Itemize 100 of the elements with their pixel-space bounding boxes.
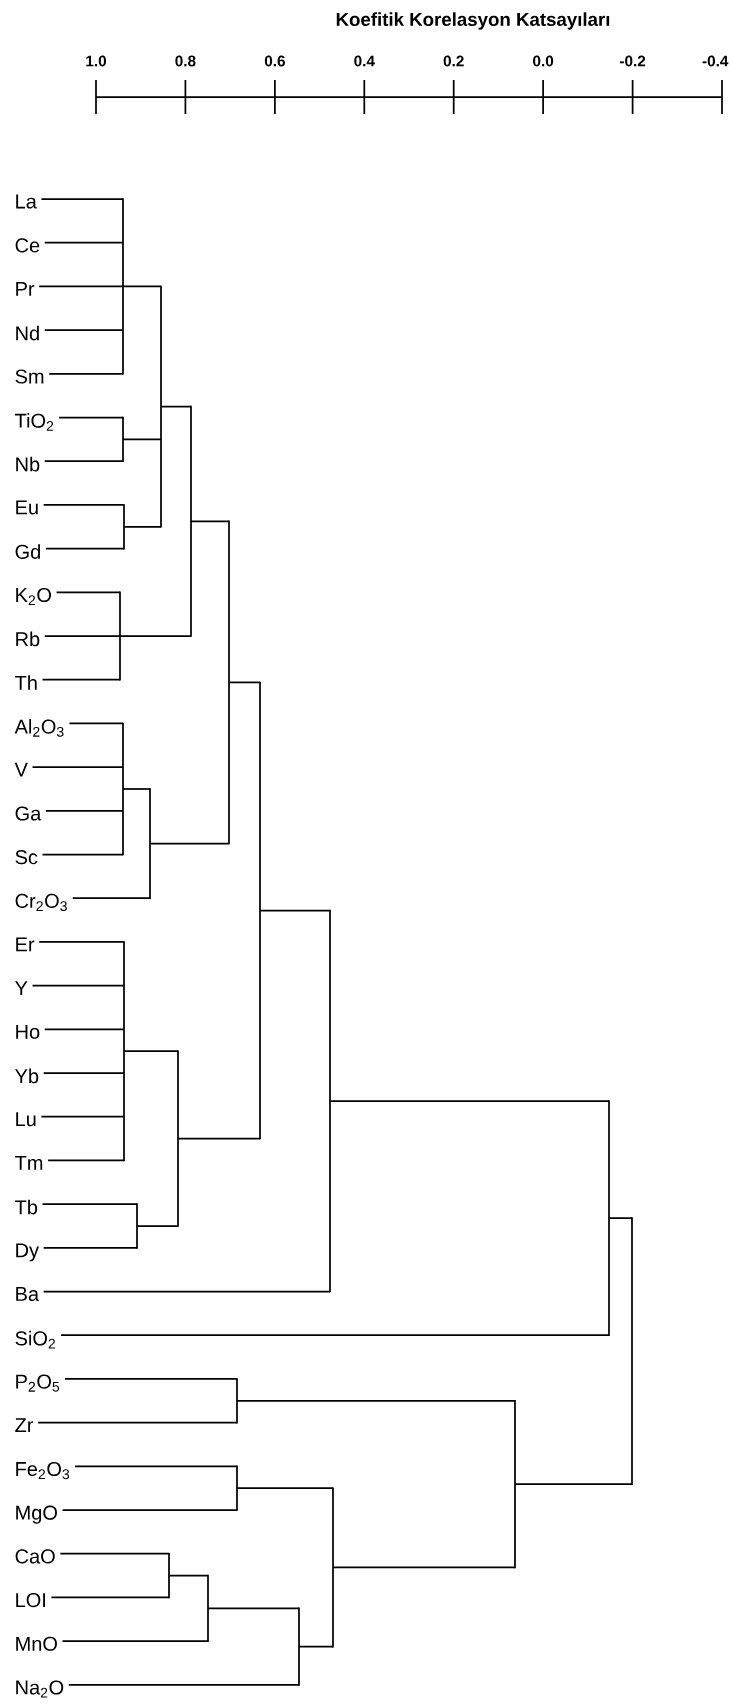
dendrogram-line (55, 591, 121, 594)
element-label: Tm (15, 1156, 43, 1170)
dendrogram-line (40, 198, 124, 200)
dendrogram-line (45, 547, 125, 550)
dendrogram-line (329, 1100, 610, 1102)
element-label: MnO (16, 1636, 57, 1651)
dendrogram-line (43, 460, 124, 463)
element-label: Nd (16, 325, 39, 341)
element-label: Y (15, 981, 28, 995)
dendrogram-line (236, 1399, 516, 1402)
element-label: Gd (15, 544, 40, 559)
dendrogram-line (236, 1487, 334, 1490)
element-label: TiO$_{2}$ (15, 413, 54, 431)
dendrogram-line (50, 1596, 170, 1599)
element-label: Yb (15, 1068, 39, 1084)
dendrogram-line (31, 984, 125, 987)
dendrogram-line (60, 1334, 610, 1337)
element-label: MgO (16, 1505, 57, 1524)
dendrogram-line (608, 1217, 633, 1219)
dendrogram-line (136, 1225, 179, 1227)
tick-label: 0.2 (443, 55, 464, 67)
tick-label: 0.4 (354, 55, 375, 67)
element-label: Ce (15, 238, 40, 253)
dendrogram-line (59, 1552, 170, 1555)
dendrogram-line (58, 416, 124, 419)
dendrogram-line (45, 809, 124, 812)
element-label: Ga (15, 806, 42, 821)
dendrogram-line (41, 678, 121, 681)
element-label: Zr (15, 1418, 34, 1432)
element-label: Er (16, 937, 35, 952)
dendrogram-line (42, 1072, 125, 1074)
dendrogram-line (42, 1290, 331, 1293)
dendrogram-line (332, 1566, 516, 1569)
tick-label: -0.2 (620, 55, 646, 67)
element-label: Rb (16, 631, 40, 647)
dendrogram-line (207, 1607, 300, 1610)
dendrogram-line (47, 1159, 125, 1162)
dendrogram-line (43, 241, 124, 244)
dendrogram-line (38, 941, 125, 943)
dendrogram-line (514, 1483, 633, 1485)
element-label: Al$_{2}$O$_{3}$ (14, 719, 64, 737)
dendrogram-line (42, 504, 125, 506)
chart-title: Koefitik Korelasyon Katsayıları (336, 12, 610, 30)
dendrogram-line (61, 1640, 209, 1642)
dendrogram-line (42, 1246, 138, 1249)
dendrogram-line (41, 1203, 138, 1205)
dendrogram-line (48, 372, 124, 375)
tick-label: 0.6 (264, 55, 285, 67)
element-label: Th (15, 675, 37, 690)
element-label: Na$_{2}$O (16, 1680, 64, 1698)
dendrogram-line (31, 766, 124, 768)
element-label: Fe$_{2}$O$_{3}$ (16, 1461, 70, 1480)
dendrogram-line (190, 520, 230, 523)
dendrogram-line (71, 897, 151, 900)
element-label: Ho (16, 1024, 40, 1039)
dendrogram-line (168, 1574, 209, 1577)
dendrogram-line (160, 405, 192, 408)
dendrogram-line (122, 438, 162, 441)
tick-label: 0.8 (175, 55, 196, 67)
element-label: SiO$_{2}$ (15, 1330, 55, 1349)
dendrogram-line (68, 722, 124, 725)
dendrogram-line (122, 285, 162, 288)
dendrogram-line (123, 525, 162, 528)
dendrogram-line (37, 1421, 238, 1424)
element-label: Ba (16, 1287, 40, 1302)
element-label: Pr (16, 282, 35, 296)
element-label: Lu (16, 1112, 36, 1127)
dendrogram-line (41, 853, 124, 856)
element-label: Nb (16, 456, 40, 472)
dendrogram-line (123, 1050, 179, 1053)
element-label: Cr$_{2}$O$_{3}$ (15, 893, 67, 912)
dendrogram-line (298, 1645, 334, 1648)
dendrogram-line (64, 1378, 238, 1380)
element-label: K$_{2}$O (16, 587, 51, 606)
element-label: Sm (15, 369, 44, 384)
dendrogram-line (40, 1115, 125, 1118)
element-label: Dy (16, 1243, 39, 1262)
dendrogram-line (67, 1683, 300, 1686)
dendrogram-line (43, 329, 124, 331)
dendrogram-line (43, 1028, 125, 1031)
element-label: Sc (15, 850, 38, 865)
dendrogram-line (61, 1509, 238, 1511)
element-label: La (16, 194, 37, 209)
element-label: V (14, 762, 28, 777)
dendrogram-line (149, 842, 230, 845)
dendrogram-line (259, 909, 331, 912)
dendrogram-line (43, 635, 121, 637)
element-label: CaO (15, 1549, 55, 1564)
tick-label: 0.0 (533, 55, 554, 67)
dendrogram-line (38, 285, 124, 288)
tick-label: -0.4 (702, 55, 729, 67)
element-label: LOI (16, 1593, 45, 1608)
element-label: Eu (16, 500, 38, 515)
dendrogram-line (177, 1137, 261, 1140)
tick-label: 1.0 (86, 55, 107, 67)
dendrogram-line (228, 681, 261, 684)
element-label: Tb (15, 1199, 38, 1215)
dendrogram-line (74, 1465, 238, 1468)
element-label: P$_{2}$O$_{5}$ (16, 1374, 60, 1392)
dendrogram-line (119, 635, 192, 637)
